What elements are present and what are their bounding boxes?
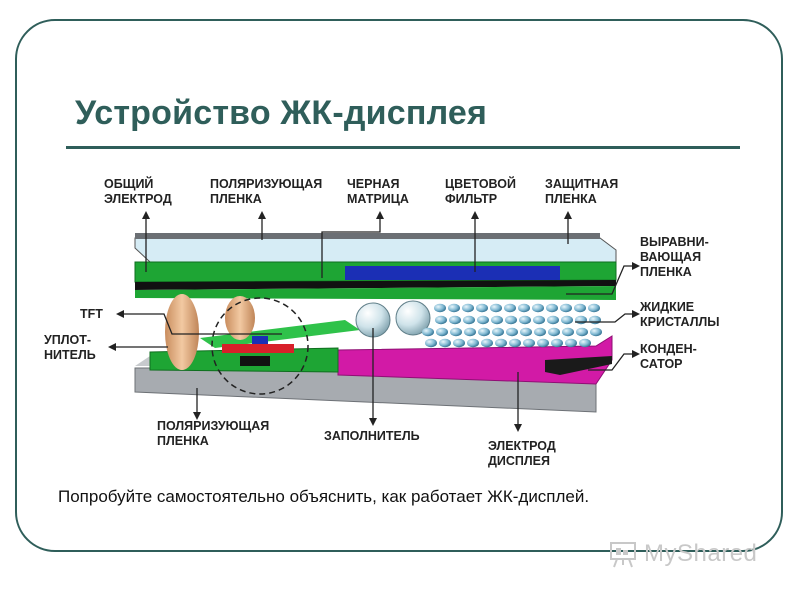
callout-liquid-crystals: [575, 310, 640, 323]
label-filler: ЗАПОЛНИТЕЛЬ: [324, 429, 420, 443]
liquid-crystal-molecule: [453, 338, 465, 348]
liquid-crystal-molecule: [463, 315, 475, 325]
liquid-crystal-molecule: [481, 338, 493, 348]
liquid-crystal-molecule: [448, 303, 460, 313]
liquid-crystal-molecule: [450, 327, 462, 337]
liquid-crystal-molecule: [565, 338, 577, 348]
liquid-crystal-molecule: [547, 315, 559, 325]
tft-blue-element: [252, 336, 268, 344]
liquid-crystal-molecule: [435, 315, 447, 325]
callout-capacitor: [588, 350, 640, 371]
liquid-crystal-molecule: [546, 303, 558, 313]
liquid-crystal-molecule: [434, 303, 446, 313]
liquid-crystal-molecule: [504, 303, 516, 313]
label-polarizing-film-bottom: ПОЛЯРИЗУЮЩАЯ ПЛЕНКА: [157, 419, 273, 448]
liquid-crystal-molecule: [462, 303, 474, 313]
liquid-crystal-molecule: [520, 327, 532, 337]
liquid-crystal-molecule: [439, 338, 451, 348]
color-filter-blue: [345, 266, 560, 280]
liquid-crystal-molecule: [575, 315, 587, 325]
liquid-crystal-molecule: [534, 327, 546, 337]
callout-tft: [116, 310, 282, 335]
liquid-crystal-molecule: [490, 303, 502, 313]
alignment-layer: [135, 286, 616, 300]
liquid-crystal-molecule: [588, 303, 600, 313]
liquid-crystal-molecule: [560, 303, 572, 313]
liquid-crystals-cluster: [422, 303, 602, 348]
liquid-crystal-molecule: [579, 338, 591, 348]
label-tft: TFT: [80, 307, 103, 321]
watermark-text: MyShared: [644, 540, 758, 567]
liquid-crystal-molecule: [548, 327, 560, 337]
label-display-electrode: ЭЛЕКТРОД ДИСПЛЕЯ: [488, 439, 559, 468]
label-sealant: УПЛОТ- НИТЕЛЬ: [44, 333, 96, 362]
label-liquid-crystals: ЖИДКИЕ КРИСТАЛЛЫ: [639, 300, 719, 329]
liquid-crystal-molecule: [449, 315, 461, 325]
black-matrix-strip: [135, 280, 616, 290]
liquid-crystal-molecule: [422, 327, 434, 337]
liquid-crystal-molecule: [576, 327, 588, 337]
liquid-crystal-molecule: [518, 303, 530, 313]
label-protective-film: ЗАЩИТНАЯ ПЛЕНКА: [545, 177, 622, 206]
callout-black-matrix: [321, 211, 384, 278]
capacitor-plate: [545, 356, 612, 375]
liquid-crystal-molecule: [425, 338, 437, 348]
liquid-crystal-molecule: [477, 315, 489, 325]
presentation-board-icon: [610, 542, 636, 568]
lower-substrate: [134, 320, 613, 413]
liquid-crystal-molecule: [562, 327, 574, 337]
liquid-crystal-molecule: [491, 315, 503, 325]
liquid-crystal-molecule: [464, 327, 476, 337]
upper-glass: [134, 237, 617, 263]
liquid-crystal-molecule: [589, 315, 601, 325]
slide-title: Устройство ЖК-дисплея: [75, 94, 488, 132]
liquid-crystal-molecule: [478, 327, 490, 337]
label-alignment-film: ВЫРАВНИ- ВАЮЩАЯ ПЛЕНКА: [640, 235, 712, 279]
label-black-matrix: ЧЕРНАЯ МАТРИЦА: [347, 177, 409, 206]
liquid-crystal-molecule: [523, 338, 535, 348]
liquid-crystal-molecule: [495, 338, 507, 348]
filler-ball: [395, 300, 431, 336]
tft-dark-element: [240, 356, 270, 366]
label-common-electrode: ОБЩИЙ ЭЛЕКТРОД: [104, 176, 172, 206]
label-color-filter: ЦВЕТОВОЙ ФИЛЬТР: [445, 176, 519, 206]
liquid-crystal-molecule: [537, 338, 549, 348]
callout-alignment-film: [566, 262, 640, 295]
upper-glass-top-edge: [135, 233, 600, 239]
upper-substrate: [134, 233, 617, 300]
liquid-crystal-molecule: [467, 338, 479, 348]
tft-highlight-circle: [211, 297, 309, 395]
tft-red-element: [222, 344, 294, 353]
liquid-crystal-molecule: [505, 315, 517, 325]
title-underline: [66, 146, 740, 149]
liquid-crystal-molecule: [574, 303, 586, 313]
liquid-crystal-molecule: [436, 327, 448, 337]
label-polarizing-film-top: ПОЛЯРИЗУЮЩАЯ ПЛЕНКА: [210, 177, 326, 206]
liquid-crystal-molecule: [506, 327, 518, 337]
liquid-crystal-molecule: [590, 327, 602, 337]
liquid-crystal-molecule: [532, 303, 544, 313]
liquid-crystal-molecule: [533, 315, 545, 325]
liquid-crystal-molecule: [551, 338, 563, 348]
sealant-spacer-mid: [225, 296, 255, 340]
sealant-spacer-left: [165, 294, 199, 370]
liquid-crystal-molecule: [561, 315, 573, 325]
liquid-crystal-molecule: [492, 327, 504, 337]
liquid-crystal-molecule: [519, 315, 531, 325]
watermark: MyShared: [608, 537, 757, 571]
liquid-crystal-molecule: [509, 338, 521, 348]
label-capacitor: КОНДЕН- САТОР: [640, 342, 700, 371]
slide-caption: Попробуйте самостоятельно объяснить, как…: [58, 487, 590, 506]
liquid-crystal-molecule: [476, 303, 488, 313]
